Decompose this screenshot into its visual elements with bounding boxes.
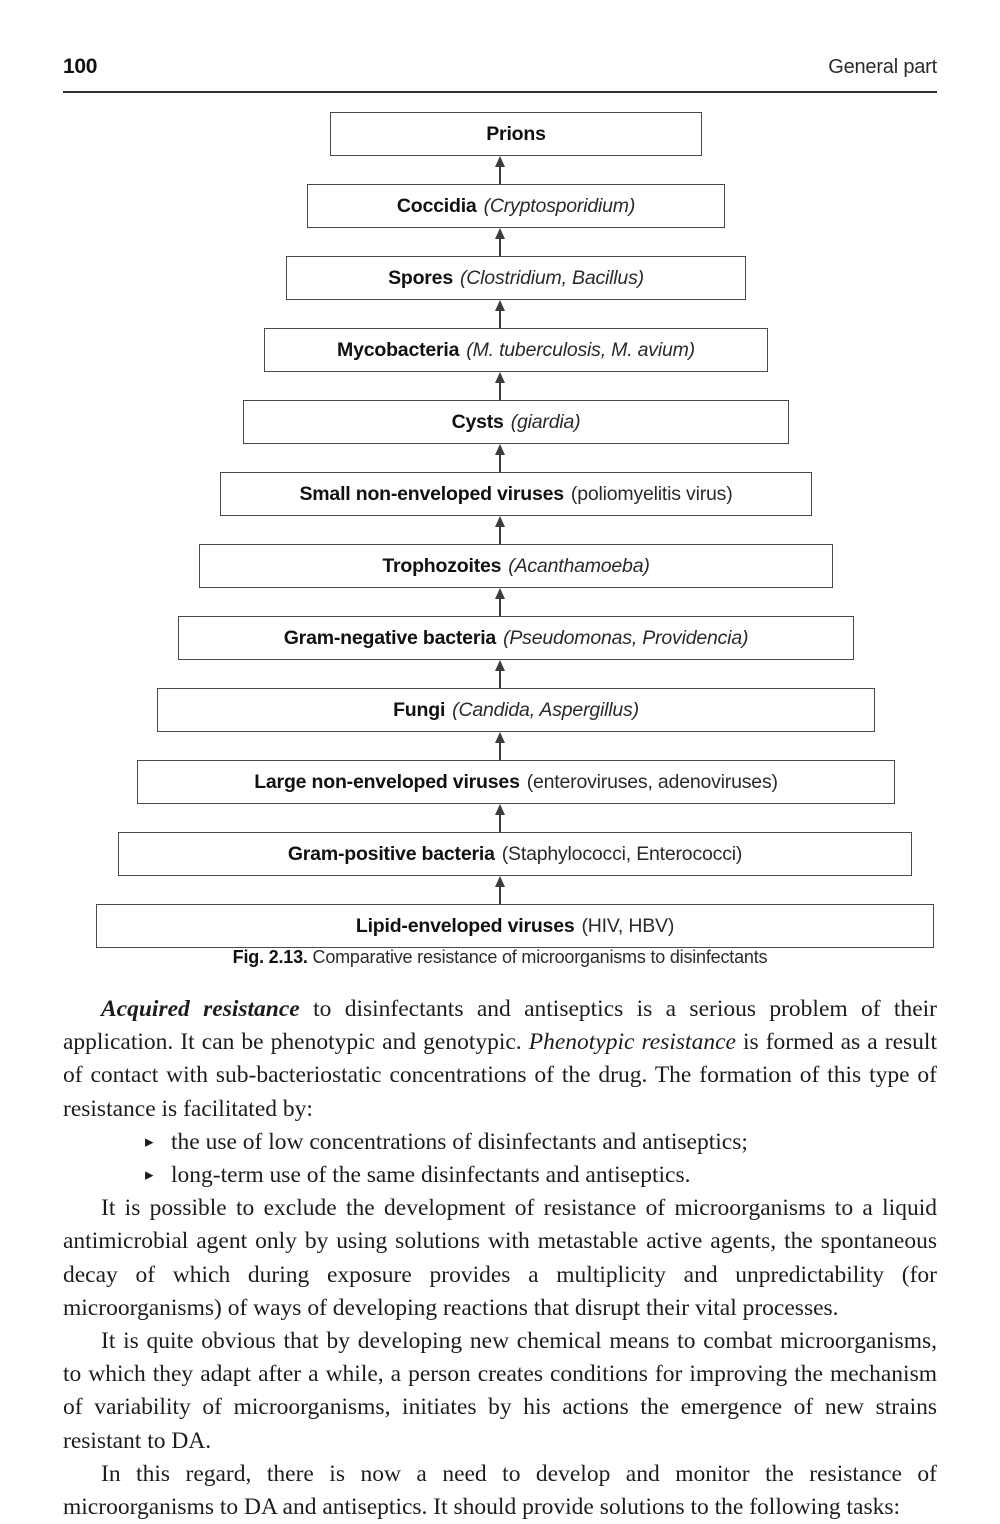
pyramid-level-box: Cysts (giardia) [243,400,789,444]
pyramid-level-box: Gram-negative bacteria (Pseudomonas, Prov… [178,616,854,660]
pyramid-level-examples: (Clostridium, Bacillus) [459,266,644,289]
bullet-item: ▸ the use of low concentrations of disinf… [145,1126,937,1159]
pyramid-level-name: Fungi [393,698,446,721]
paragraph-1-part-2: is formed as a result of contact with su… [63,1029,937,1122]
running-title: General part [828,56,937,78]
arrow-up-icon [495,228,505,256]
arrow-up-icon [495,156,505,184]
pyramid-level: Cysts (giardia) [0,400,1000,472]
pyramid-level: Small non-enveloped viruses (poliomyeliti… [0,472,1000,544]
pyramid-level-name: Gram-negative bacteria [283,626,497,649]
term-phenotypic-resistance: Phenotypic resistance [528,1029,736,1056]
pyramid-level-box: Coccidia (Cryptosporidium) [307,184,725,228]
term-acquired-resistance: Acquired resistance [101,996,300,1022]
bullet-marker-icon: ▸ [145,1131,154,1151]
pyramid-level: Trophozoites (Acanthamoeba) [0,544,1000,616]
pyramid-level-examples: (poliomyelitis virus) [570,482,733,505]
pyramid-level-examples: (Candida, Aspergillus) [452,698,639,721]
body-text: Acquired resistance to disinfectants and… [63,993,937,1524]
arrow-up-icon [495,444,505,472]
paragraph-1: Acquired resistance to disinfectants and… [63,993,937,1126]
pyramid-level-name: Prions [486,122,546,145]
paragraph-3: It is quite obvious that by developing n… [63,1328,937,1454]
bullet-text: the use of low concentrations of disinfe… [171,1128,748,1155]
pyramid-level-name: Gram-positive bacteria [287,842,495,865]
pyramid-level: Lipid-enveloped viruses (HIV, HBV) [0,904,1000,976]
pyramid-level-examples: (M. tuberculosis, M. avium) [466,338,695,361]
pyramid-level-name: Cysts [451,410,504,433]
figure-caption: Fig. 2.13. Comparative resistance of mic… [63,947,937,968]
header-row: 100 General part [63,55,937,79]
pyramid-level-name: Small non-enveloped viruses [299,482,564,505]
pyramid-level: Coccidia (Cryptosporidium) [0,184,1000,256]
pyramid-level: Prions [0,112,1000,184]
pyramid-level-examples: (Staphylococci, Enterococci) [501,842,743,865]
figure-caption-text: Comparative resistance of microorganisms… [312,947,768,967]
pyramid-level-box: Lipid-enveloped viruses (HIV, HBV) [96,904,934,948]
pyramid-level: Spores (Clostridium, Bacillus) [0,256,1000,328]
bullet-marker-icon: ▸ [145,1165,154,1185]
pyramid-level-name: Trophozoites [382,554,502,577]
bullet-list: ▸ the use of low concentrations of disinf… [63,1126,937,1192]
header-divider [63,91,937,93]
pyramid-level-box: Small non-enveloped viruses (poliomyeliti… [220,472,812,516]
pyramid-level-examples: (Acanthamoeba) [508,554,650,577]
arrow-up-icon [495,300,505,328]
pyramid-level-examples: (enteroviruses, adenoviruses) [526,770,778,793]
pyramid-level: Large non-enveloped viruses (enteroviruse… [0,760,1000,832]
arrow-up-icon [495,372,505,400]
pyramid-level-box: Prions [330,112,702,156]
pyramid-level: Gram-negative bacteria (Pseudomonas, Prov… [0,616,1000,688]
pyramid-level: Fungi (Candida, Aspergillus) [0,688,1000,760]
arrow-up-icon [495,588,505,616]
arrow-up-icon [495,660,505,688]
arrow-up-icon [495,804,505,832]
pyramid-level-name: Mycobacteria [337,338,460,361]
paragraph-4: In this regard, there is now a need to d… [63,1460,937,1521]
arrow-up-icon [495,516,505,544]
paragraph-1-part-1: to disinfectants and antiseptics is a se… [63,996,937,1056]
pyramid-level-box: Large non-enveloped viruses (enteroviruse… [137,760,895,804]
paragraph-2: It is possible to exclude the developmen… [63,1195,937,1321]
arrow-up-icon [495,876,505,904]
pyramid-level-examples: (HIV, HBV) [581,914,675,937]
pyramid-level-name: Coccidia [396,194,477,217]
pyramid-level-box: Gram-positive bacteria (Staphylococci, En… [118,832,912,876]
pyramid-level: Mycobacteria (M. tuberculosis, M. avium) [0,328,1000,400]
pyramid-level-name: Spores [388,266,453,289]
bullet-text: long-term use of the same disinfectants … [171,1162,691,1189]
pyramid-level-name: Large non-enveloped viruses [254,770,520,793]
pyramid-level-box: Fungi (Candida, Aspergillus) [157,688,875,732]
pyramid-level-examples: (Pseudomonas, Providencia) [503,626,749,649]
pyramid-level-examples: (giardia) [510,410,581,433]
pyramid-level-examples: (Cryptosporidium) [483,194,636,217]
page-header: 100 General part [63,55,937,95]
pyramid-level: Gram-positive bacteria (Staphylococci, En… [0,832,1000,904]
figure-caption-label: Fig. 2.13. [232,947,308,967]
arrow-up-icon [495,732,505,760]
pyramid-level-name: Lipid-enveloped viruses [355,914,575,937]
pyramid-level-box: Mycobacteria (M. tuberculosis, M. avium) [264,328,768,372]
page-number: 100 [63,55,98,78]
bullet-item: ▸ long-term use of the same disinfectants… [145,1159,937,1192]
pyramid-level-box: Trophozoites (Acanthamoeba) [199,544,833,588]
pyramid-level-box: Spores (Clostridium, Bacillus) [286,256,746,300]
